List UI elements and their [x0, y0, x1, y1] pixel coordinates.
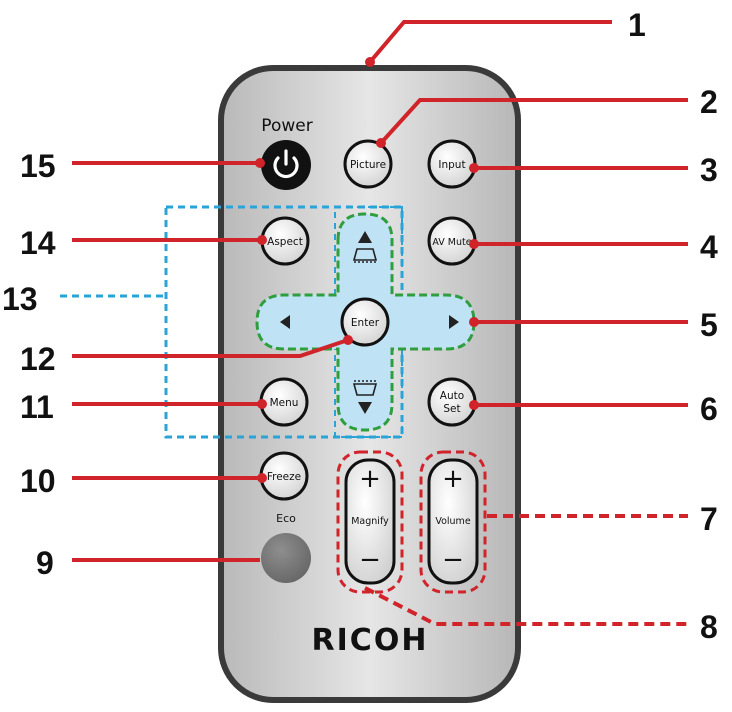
volume-group-outline	[419, 450, 487, 594]
callout-line-12	[72, 338, 349, 358]
enter-button[interactable]	[340, 297, 390, 347]
callout-number-14: 14	[20, 225, 56, 261]
callout-number-11: 11	[20, 389, 54, 425]
callout-dot-6	[469, 400, 479, 410]
callout-number-4: 4	[700, 229, 718, 265]
magnify-minus-label[interactable]: −	[359, 545, 381, 575]
power-label: Power	[261, 116, 312, 136]
callout-dot-12	[343, 335, 353, 345]
magnify-label: Magnify	[351, 516, 389, 527]
dpad-down-arrow-icon[interactable]	[358, 402, 372, 414]
auto-set-label-line2: Set	[443, 403, 460, 415]
callout-number-3: 3	[700, 152, 718, 188]
callout-dot-15	[255, 158, 265, 168]
callout-dot-11	[257, 399, 267, 409]
callout-line-1	[368, 20, 612, 64]
menu-button-label: Menu	[270, 397, 299, 409]
callout-dot-2	[376, 138, 386, 148]
av-mute-button-label: AV Mute	[432, 237, 471, 248]
callout-dot-3	[469, 163, 479, 173]
callout-number-6: 6	[700, 391, 718, 427]
volume-plus-label[interactable]: +	[442, 464, 464, 494]
callout-number-9: 9	[36, 545, 54, 581]
magnify-group-outline	[336, 450, 404, 594]
callout-dot-1	[365, 57, 375, 67]
freeze-button-label: Freeze	[267, 471, 301, 483]
volume-rocker[interactable]	[427, 458, 479, 585]
callout-dot-4	[469, 239, 479, 249]
enter-button-label: Enter	[351, 317, 380, 329]
keystone-down-icon	[352, 380, 378, 396]
dpad-up-arrow-icon[interactable]	[358, 231, 372, 243]
input-button-label: Input	[438, 159, 465, 171]
callout-number-13: 13	[2, 281, 38, 317]
dpad-left-arrow-icon[interactable]	[280, 315, 290, 329]
eco-button[interactable]	[261, 533, 311, 583]
volume-minus-label[interactable]: −	[442, 545, 464, 575]
callout-number-8: 8	[700, 609, 718, 645]
picture-button[interactable]	[343, 139, 393, 189]
power-icon	[273, 149, 299, 179]
eco-label: Eco	[276, 512, 296, 525]
dpad-right-arrow-icon[interactable]	[449, 315, 459, 329]
callout-dot-14	[257, 235, 267, 245]
keystone-up-icon	[352, 248, 378, 263]
callout-lines	[72, 20, 688, 626]
callout-number-7: 7	[700, 501, 718, 537]
magnify-rocker[interactable]	[344, 458, 396, 585]
volume-label: Volume	[435, 516, 470, 527]
callout-number-1: 1	[628, 7, 646, 43]
auto-set-label-line1: Auto	[440, 390, 464, 402]
aspect-button-label: Aspect	[267, 236, 303, 248]
callout-dot-5	[469, 317, 479, 327]
callout-line-8	[364, 586, 688, 626]
callout-number-5: 5	[700, 307, 718, 343]
callout-line-2	[379, 98, 688, 145]
callout-number-2: 2	[700, 84, 718, 120]
callout-number-10: 10	[20, 463, 56, 499]
picture-button-label: Picture	[350, 159, 386, 171]
magnify-plus-label[interactable]: +	[359, 464, 381, 494]
callout-number-12: 12	[20, 341, 56, 377]
brand-logo-text: RICOH	[312, 623, 429, 658]
callout-number-15: 15	[20, 148, 56, 184]
auto-set-button[interactable]	[427, 377, 477, 427]
callout-dot-10	[257, 473, 267, 483]
